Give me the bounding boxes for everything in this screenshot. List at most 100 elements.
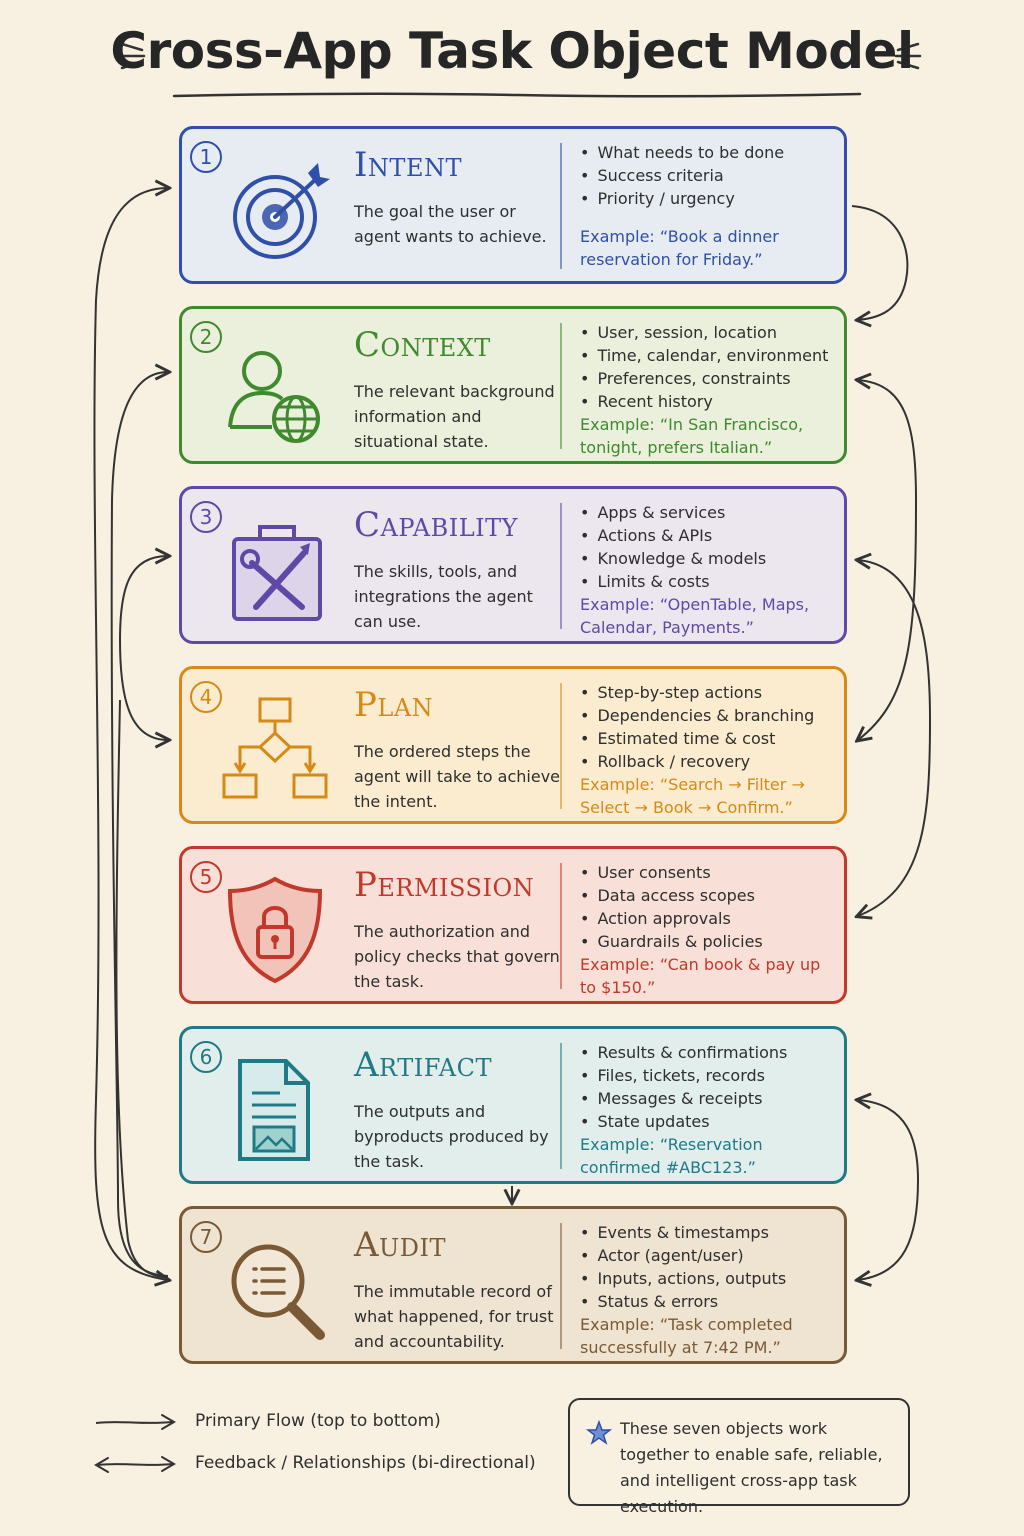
bullet-item: User consents [580, 861, 763, 884]
bullet-item: Success criteria [580, 164, 784, 187]
card-bullet-list: What needs to be doneSuccess criteriaPri… [580, 141, 784, 210]
card-context: 2 Context The relevant background inform… [179, 306, 847, 464]
shield-lock-icon [227, 876, 323, 984]
card-divider [560, 503, 562, 629]
flow-line-intent-context [851, 205, 909, 320]
card-divider [560, 863, 562, 989]
card-number: 4 [190, 681, 222, 713]
card-example: Example: “Search → Filter → Select → Boo… [580, 775, 805, 817]
legend-feedback-arrow [92, 1450, 182, 1480]
toolbox-icon [232, 525, 322, 621]
card-divider [560, 143, 562, 269]
feedback-line-plan-audit [115, 699, 169, 1279]
legend-feedback-label: Feedback / Relationships (bi-directional… [195, 1453, 536, 1473]
card-description: The immutable record of what happened, f… [354, 1282, 554, 1351]
target-icon [233, 163, 330, 259]
card-bullet-list: Events & timestampsActor (agent/user)Inp… [580, 1221, 786, 1313]
bullet-item: Preferences, constraints [580, 367, 828, 390]
bullet-item: User, session, location [580, 321, 828, 344]
feedback-line-context-plan [858, 380, 918, 740]
bullet-item: Messages & receipts [580, 1087, 787, 1110]
bullet-item: Action approvals [580, 907, 763, 930]
magnifier-list-icon [231, 1244, 325, 1340]
card-bullet-list: Results & confirmationsFiles, tickets, r… [580, 1041, 787, 1133]
bullet-item: Knowledge & models [580, 547, 766, 570]
card-title: Permission [354, 865, 535, 905]
card-audit: 7 Audit The immutable record of what hap… [179, 1206, 847, 1364]
card-title: Capability [354, 505, 519, 545]
card-description: The outputs and byproducts produced by t… [354, 1102, 549, 1171]
bullet-item: Limits & costs [580, 570, 766, 593]
card-number: 7 [190, 1221, 222, 1253]
bullet-item: Events & timestamps [580, 1221, 786, 1244]
card-artifact: 6 Artifact The outputs and byproducts pr… [179, 1026, 847, 1184]
card-title: Plan [354, 685, 434, 725]
bullet-item: Actor (agent/user) [580, 1244, 786, 1267]
summary-note: These seven objects work together to ena… [568, 1398, 910, 1516]
card-title: Artifact [354, 1045, 492, 1085]
bullet-item: Time, calendar, environment [580, 344, 828, 367]
user-globe-icon [228, 351, 320, 443]
bullet-item: State updates [580, 1110, 787, 1133]
card-capability: 3 Capability The skills, tools, and inte… [179, 486, 847, 644]
bullet-item: Guardrails & policies [580, 930, 762, 953]
feedback-line-artifact-audit [858, 1100, 920, 1280]
bullet-item: Status & errors [580, 1290, 786, 1313]
card-title: Context [354, 325, 491, 365]
bullet-item: Step-by-step actions [580, 681, 814, 704]
flowchart-icon [222, 697, 328, 799]
card-number: 1 [190, 141, 222, 173]
bullet-item: Dependencies & branching [580, 704, 814, 727]
card-description: The goal the user or agent wants to achi… [354, 202, 547, 246]
card-bullet-list: Apps & servicesActions & APIsKnowledge &… [580, 501, 766, 593]
card-example: Example: “Can book & pay up to $150.” [580, 955, 821, 997]
card-bullet-list: User consentsData access scopesAction ap… [580, 861, 763, 953]
card-description: The skills, tools, and integrations the … [354, 562, 533, 631]
card-divider [560, 323, 562, 449]
card-bullet-list: User, session, locationTime, calendar, e… [580, 321, 828, 413]
legend-primary-arrow [92, 1408, 182, 1438]
feedback-line-capability-permission [858, 560, 932, 916]
card-number: 2 [190, 321, 222, 353]
card-divider [560, 683, 562, 809]
feedback-line-context-audit [110, 372, 168, 1277]
title-underline [172, 92, 862, 98]
bullet-item: Estimated time & cost [580, 727, 814, 750]
card-example: Example: “Reservation confirmed #ABC123.… [580, 1135, 763, 1177]
card-example: Example: “Book a dinner reservation for … [580, 227, 779, 269]
card-description: The ordered steps the agent will take to… [354, 742, 561, 811]
bullet-item: Inputs, actions, outputs [580, 1267, 786, 1290]
bullet-item: Priority / urgency [580, 187, 784, 210]
card-example: Example: “Task completed successfully at… [580, 1315, 793, 1357]
bullet-item: Actions & APIs [580, 524, 766, 547]
bullet-item: Apps & services [580, 501, 766, 524]
card-permission: 5 Permission The authorization and polic… [179, 846, 847, 1004]
card-example: Example: “In San Francisco, tonight, pre… [580, 415, 804, 457]
card-bullet-list: Step-by-step actionsDependencies & branc… [580, 681, 814, 773]
card-divider [560, 1043, 562, 1169]
document-icon [238, 1059, 310, 1161]
card-title: Audit [354, 1225, 447, 1265]
feedback-line-intent-audit [93, 188, 168, 1280]
bullet-item: What needs to be done [580, 141, 784, 164]
feedback-line-capability-plan [118, 556, 168, 740]
card-number: 6 [190, 1041, 222, 1073]
card-divider [560, 1223, 562, 1349]
bullet-item: Rollback / recovery [580, 750, 814, 773]
card-number: 3 [190, 501, 222, 533]
card-title: Intent [354, 145, 462, 185]
card-number: 5 [190, 861, 222, 893]
card-description: The authorization and policy checks that… [354, 922, 560, 991]
bullet-item: Data access scopes [580, 884, 763, 907]
card-example: Example: “OpenTable, Maps, Calendar, Pay… [580, 595, 810, 637]
star-icon [586, 1420, 612, 1445]
card-description: The relevant background information and … [354, 382, 555, 451]
title-accent-right-icon [894, 42, 922, 70]
bullet-item: Files, tickets, records [580, 1064, 787, 1087]
summary-note-text: These seven objects work together to ena… [620, 1419, 883, 1516]
bullet-item: Results & confirmations [580, 1041, 787, 1064]
card-intent: 1 Intent The goal the user or agent want… [179, 126, 847, 284]
bullet-item: Recent history [580, 390, 828, 413]
card-plan: 4 Plan The ordered steps the agent will … [179, 666, 847, 824]
